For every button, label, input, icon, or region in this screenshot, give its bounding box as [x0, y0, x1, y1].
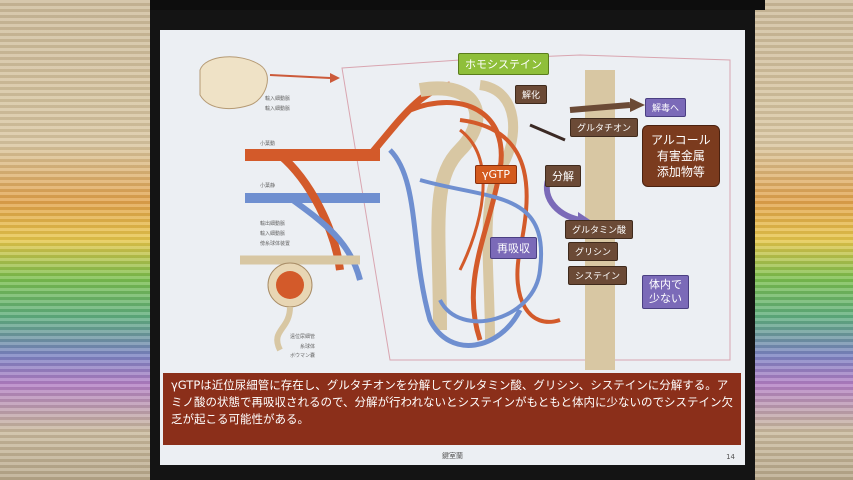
kidney-nephron-diagram — [199, 54, 731, 370]
label-reabsorb: 再吸収 — [490, 237, 537, 259]
slide-caption: γGTPは近位尿細管に存在し、グルタチオンを分解してグルタミン酸、グリシン、シス… — [163, 373, 741, 445]
slide-footer: 鍵室蘭 — [442, 452, 463, 460]
projected-slide: 輸入細動脈 輸入細動脈 小葉動 小葉静 輸出細動脈 輸入細動脈 傍糸球体装置 遠… — [160, 30, 745, 465]
label-ggt: γGTP — [475, 165, 517, 184]
projector-screen-top-bar — [150, 0, 765, 10]
label-homocysteine: ホモシステイン — [458, 53, 549, 75]
label-decompose: 分解 — [545, 165, 581, 187]
page-number: 14 — [726, 453, 735, 461]
label-alcohol: アルコール 有害金属 添加物等 — [642, 125, 720, 187]
label-to-liver: 解毒へ — [645, 98, 687, 117]
label-low-in-body: 体内で 少ない — [642, 275, 689, 309]
window-blinds-right — [753, 0, 853, 480]
label-detox: 解化 — [515, 85, 548, 104]
label-cysteine: システイン — [568, 266, 628, 285]
label-glycine: グリシン — [568, 242, 619, 261]
label-glutathione: グルタチオン — [570, 118, 639, 137]
window-blinds-left — [0, 0, 150, 480]
label-glutamic-acid: グルタミン酸 — [565, 220, 634, 239]
